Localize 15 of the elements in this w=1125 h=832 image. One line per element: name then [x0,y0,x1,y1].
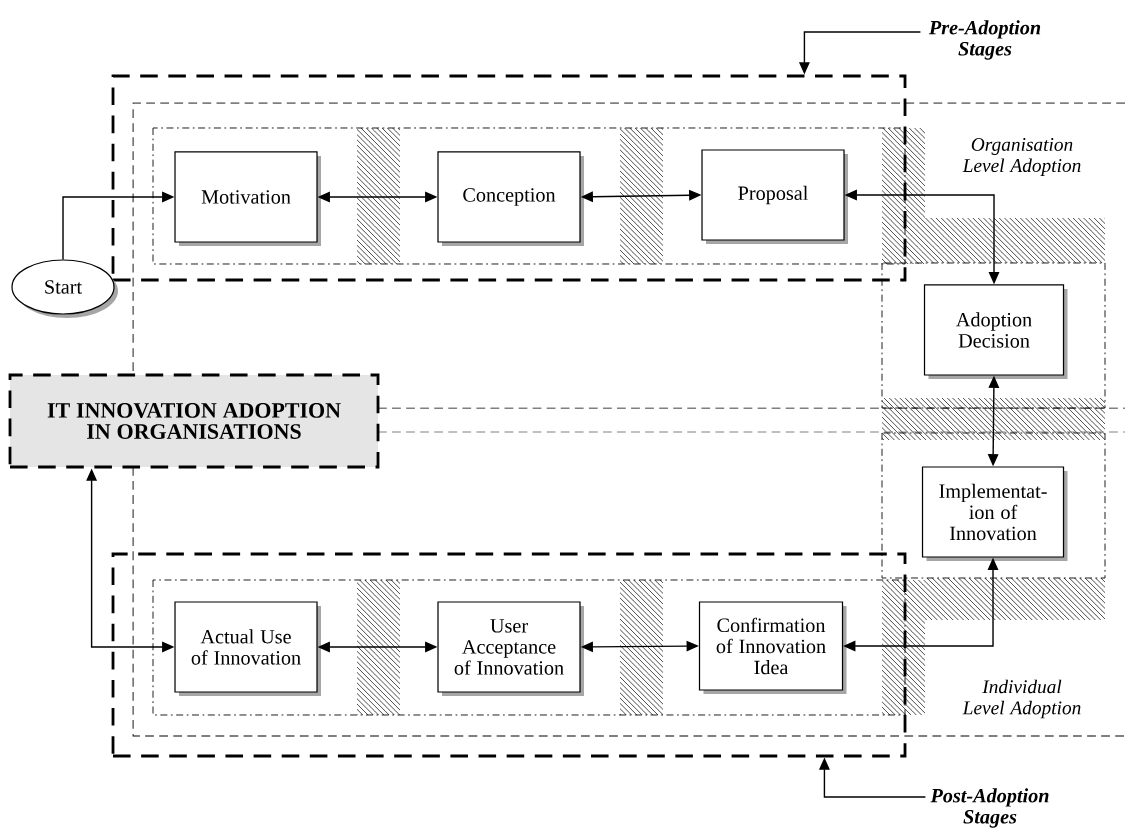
process-box: Conception [437,151,584,246]
title-box: IT INNOVATION ADOPTION IN ORGANISATIONS [8,373,380,469]
process-box: Implementat- ion of Innovation [921,466,1068,561]
stage-frame [111,74,907,282]
stage-frame [111,552,907,758]
process-box: User Acceptance of Innovation [437,601,584,696]
process-box: Actual Use of Innovation [174,601,321,696]
process-box: Motivation [174,151,321,246]
process-box: Proposal [701,149,848,244]
stage-label: Pre-Adoption Stages [928,20,1041,60]
level-label: Individual Level Adoption [962,679,1081,719]
level-label: Organisation Level Adoption [962,138,1081,176]
process-box: Adoption Decision [923,284,1068,379]
stage-label: Post-Adoption Stages [930,788,1049,828]
process-box: Confirmation of Innovation Idea [698,601,847,694]
